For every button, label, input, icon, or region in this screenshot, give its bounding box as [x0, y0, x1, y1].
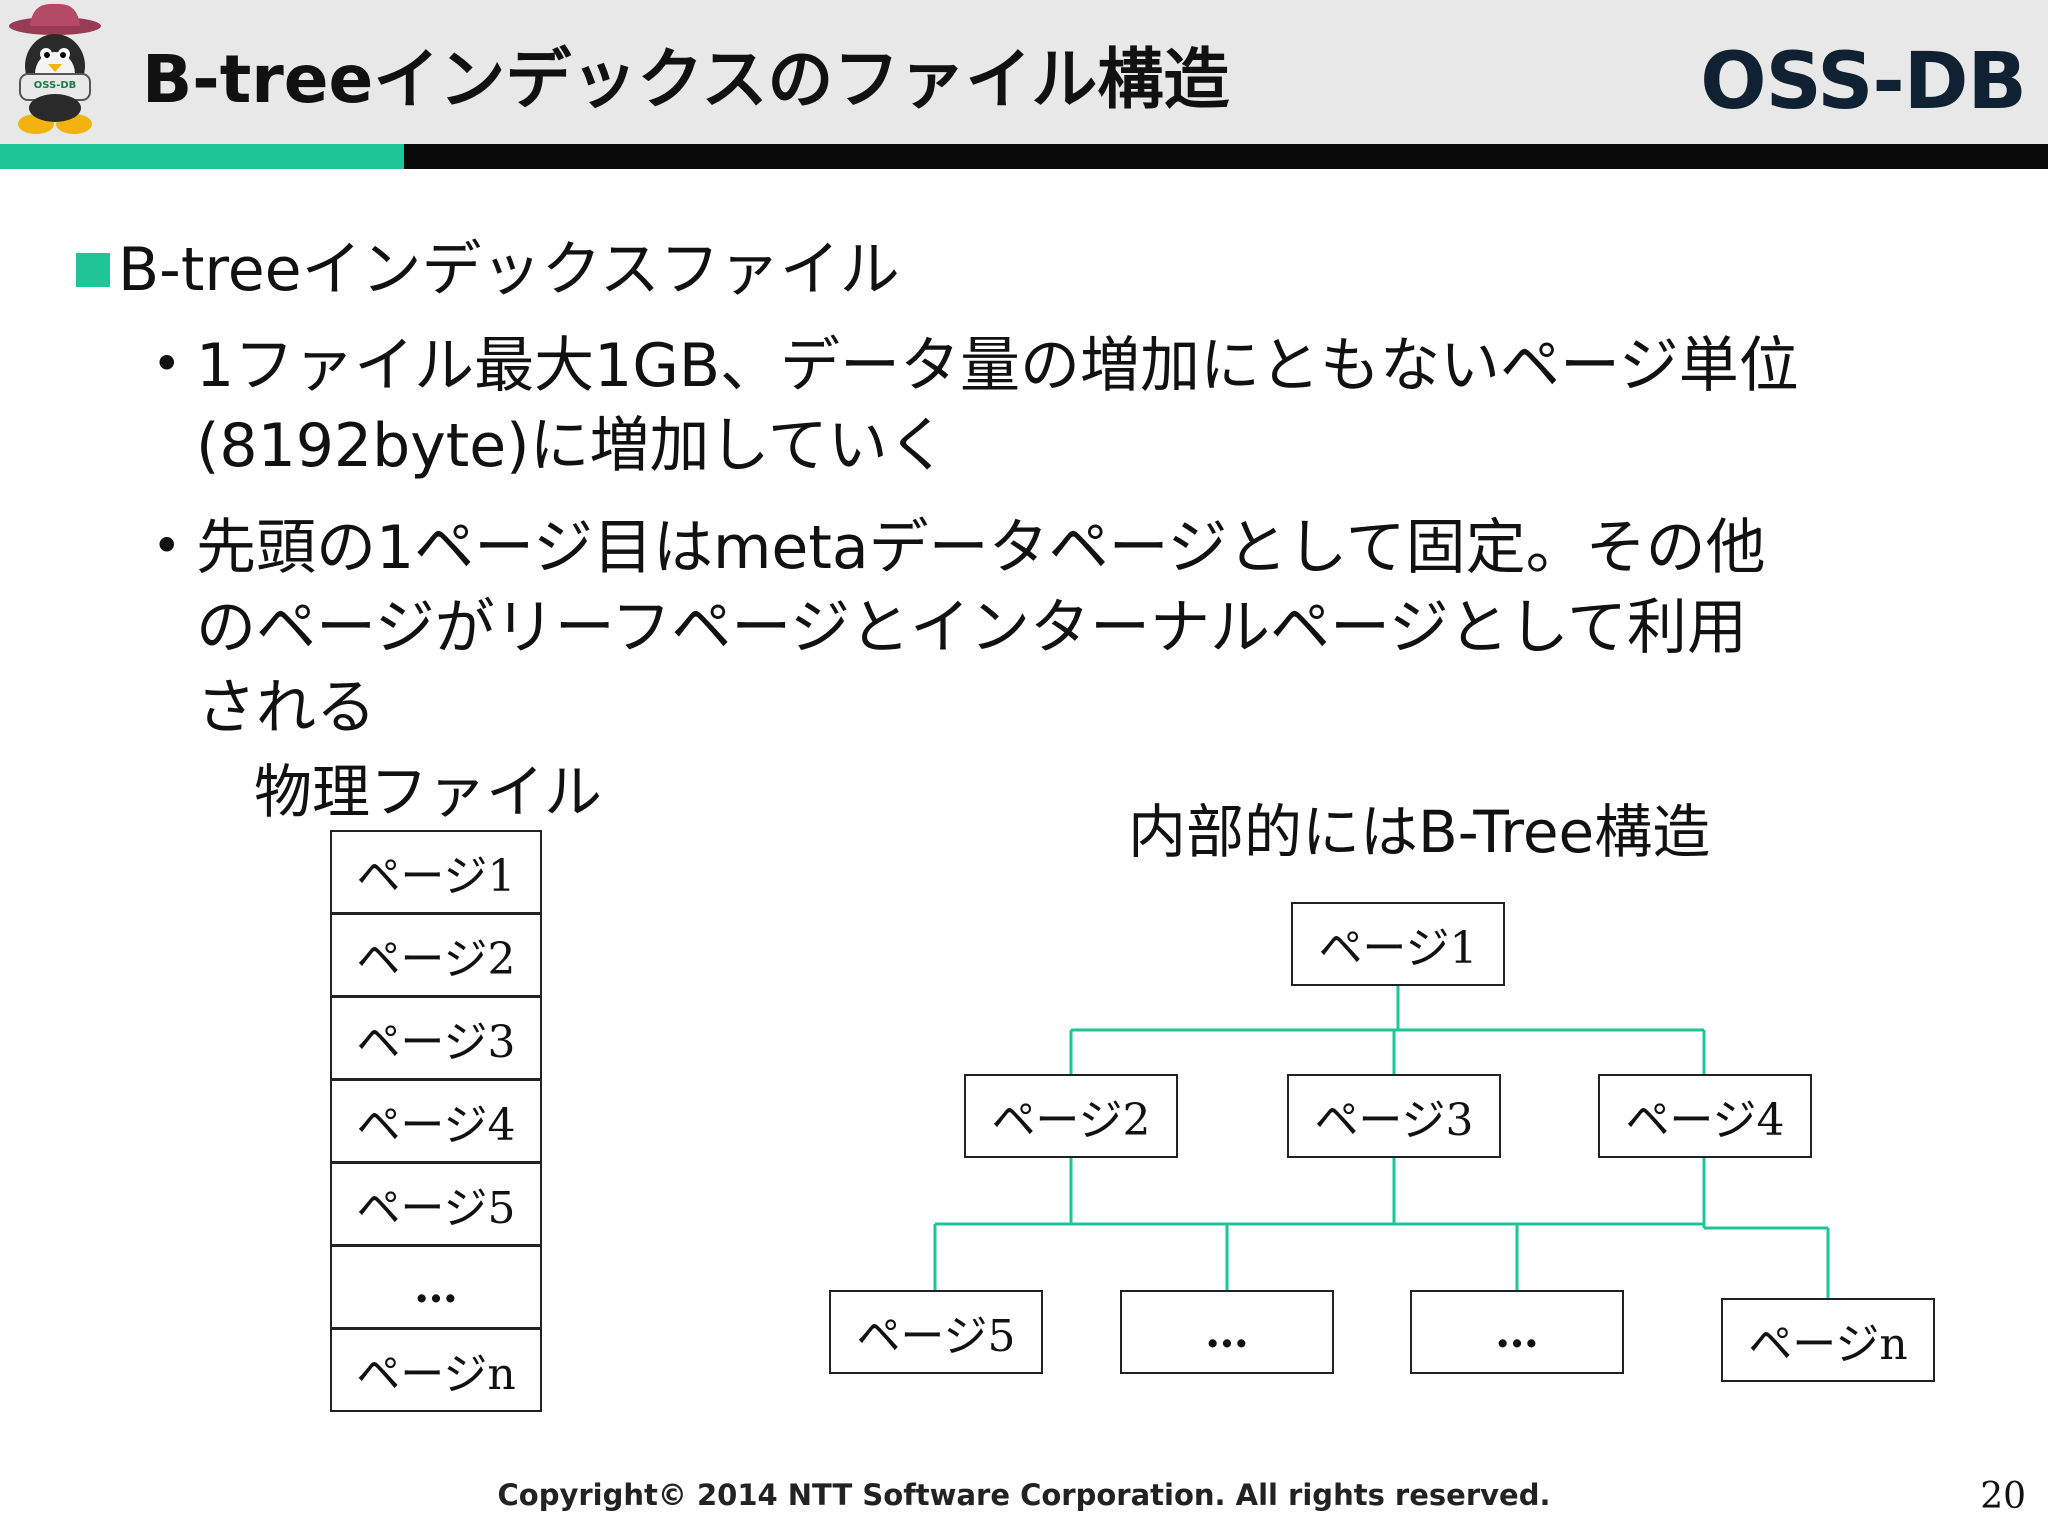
copyright-notice: Copyright© 2014 NTT Software Corporation… [497, 1478, 1551, 1512]
accent-bar [0, 144, 404, 169]
btree-label: 内部的にはB-Tree構造 [1128, 798, 1711, 866]
tree-leaf-ellipsis-1: … [1120, 1290, 1334, 1374]
square-bullet-icon [76, 253, 110, 287]
page-title: B-treeインデックスのファイル構造 [142, 41, 1230, 118]
page-number: 20 [1980, 1476, 2026, 1517]
bullet-dot-icon: • [152, 517, 182, 575]
physical-file-label: 物理ファイル [254, 758, 603, 826]
penguin-mascot-icon [9, 3, 101, 134]
file-page-2: ページ2 [330, 913, 542, 997]
mascot-badge-text: OSS-DB [33, 80, 77, 91]
tree-leaf-page5: ページ5 [829, 1290, 1043, 1374]
slide-header: OSS-DB B-treeインデックスのファイル構造 OSS-DB [0, 0, 2048, 144]
file-page-3: ページ3 [330, 996, 542, 1080]
file-page-1: ページ1 [330, 830, 542, 914]
bullet2-line2: のページがリーフページとインターナルページとして利用 [196, 593, 1747, 663]
tree-level1-page3: ページ3 [1287, 1074, 1501, 1158]
tree-level1-page4: ページ4 [1598, 1074, 1812, 1158]
file-page-n: ページn [330, 1328, 542, 1412]
tree-root-page: ページ1 [1291, 902, 1505, 986]
tree-leaf-ellipsis-2: … [1410, 1290, 1624, 1374]
tree-level1-page2: ページ2 [964, 1074, 1178, 1158]
tree-leaf-pagen: ページn [1721, 1298, 1935, 1382]
bullet-dot-icon: • [152, 335, 182, 393]
bullet1-line2: (8192byte)に増加していく [196, 411, 948, 481]
bullet2-line1: 先頭の1ページ目はmetaデータページとして固定。その他 [196, 513, 1766, 583]
oss-db-logo: OSS-DB [1700, 37, 2027, 127]
divider-bar [404, 144, 2048, 169]
file-page-5: ページ5 [330, 1162, 542, 1246]
bullet2-line3: される [196, 673, 376, 743]
section-heading: B-treeインデックスファイル [118, 235, 900, 305]
bullet1-line1: 1ファイル最大1GB、データ量の増加にともないページ単位 [196, 331, 1799, 401]
